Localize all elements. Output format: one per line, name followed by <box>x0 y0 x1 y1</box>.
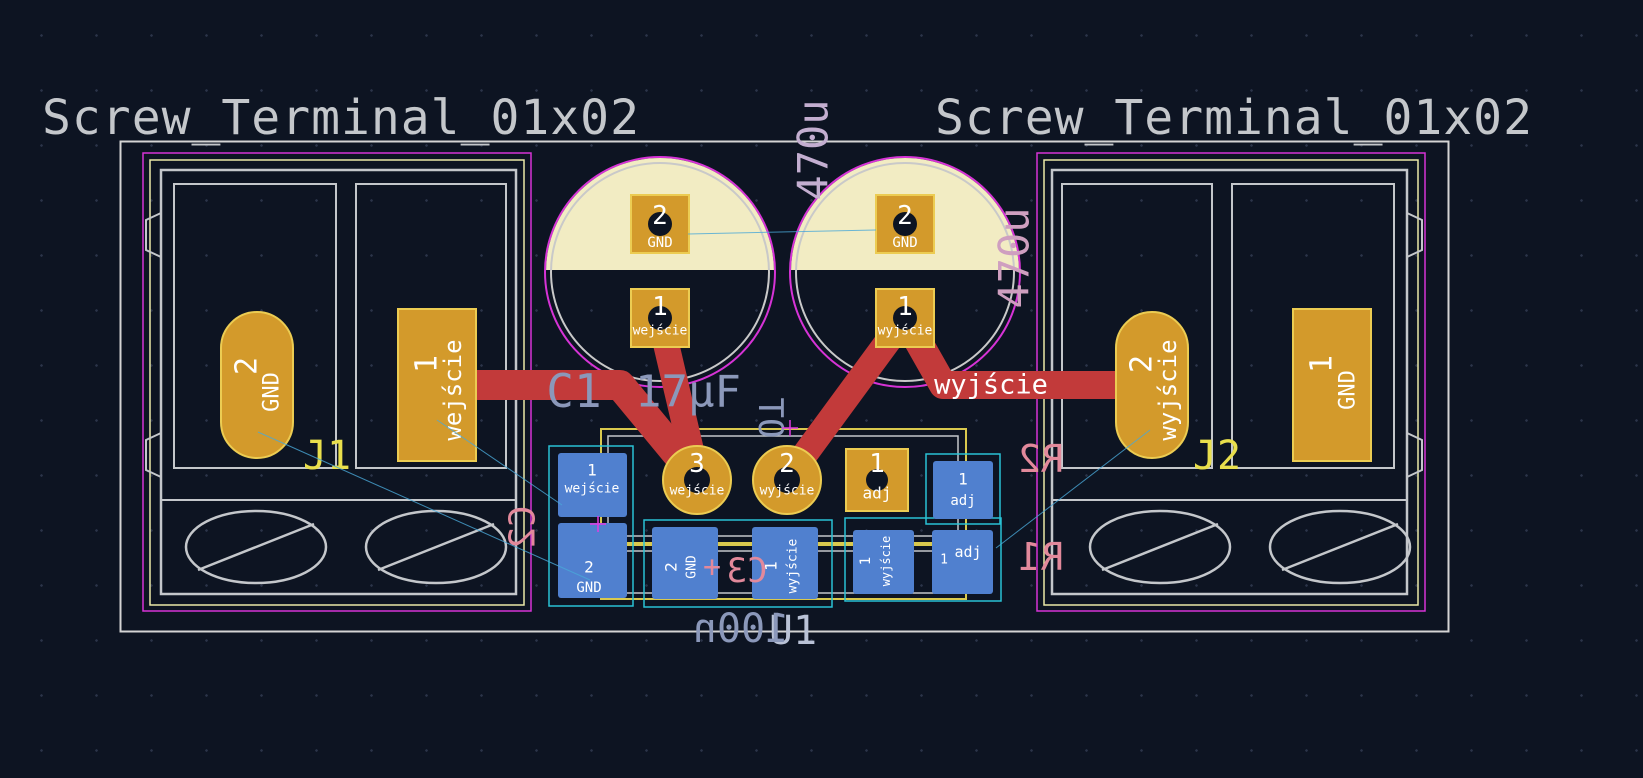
capleft-pad-2-hole <box>648 212 672 236</box>
smd-courtyard-center <box>643 519 833 608</box>
u1-pad-1-number: 1 <box>869 449 885 479</box>
j2-screw-slot-right <box>1281 522 1399 572</box>
capleft-pad-1-number: 1 <box>652 292 668 322</box>
j1-pad-1[interactable] <box>397 308 477 462</box>
smd-pad-a2-netname: GND <box>576 580 602 596</box>
smd-pad-c2-netname: adj <box>954 543 982 561</box>
j1-notch-top <box>145 212 162 258</box>
capacitor-right-silk-circle <box>795 162 1015 382</box>
capleft-pad-1-netname: wejście <box>632 323 688 339</box>
silkscreen-title-right[interactable]: Screw_Terminal_01x02 <box>935 90 1533 146</box>
j2-screw-head-left <box>1088 509 1232 585</box>
j2-pad-1[interactable] <box>1292 308 1372 462</box>
smd-courtyard-upper-right <box>925 453 1001 525</box>
j1-notch-bottom <box>145 432 162 478</box>
u1-pad-3[interactable] <box>662 445 732 515</box>
smd-pad-d-netname: adj <box>950 493 976 509</box>
j2-screw-head-right <box>1268 509 1412 585</box>
smd-pad-c2[interactable] <box>932 530 993 594</box>
capleft-pad-1[interactable] <box>630 288 690 348</box>
smd-pad-a1-netname: wejście <box>564 481 620 497</box>
capright-pad-2-hole <box>893 212 917 236</box>
smd-pad-d-number: 1 <box>958 469 968 489</box>
j2-pad-2[interactable] <box>1115 311 1189 459</box>
capright-pad-1[interactable] <box>875 288 935 348</box>
capright-pad-2-netname: GND <box>892 235 918 251</box>
j1-silk-cell-left <box>173 183 337 469</box>
smd-pad-a1[interactable] <box>558 453 627 517</box>
u1-pad-3-netname: wejście <box>669 483 725 499</box>
j2-silk-cell-left <box>1061 183 1213 469</box>
capleft-pad-2-netname: GND <box>647 235 673 251</box>
j1-screw-slot-left <box>197 522 315 572</box>
j2-screw-slot-left <box>1101 522 1219 572</box>
smd-pad-c2-number: 1 <box>940 552 948 568</box>
j1-silk-cell-right <box>355 183 507 469</box>
j2-notch-bottom <box>1406 432 1423 478</box>
smd-pad-a2[interactable] <box>558 523 627 598</box>
board-edge-outline[interactable] <box>119 140 1450 633</box>
capright-pad-1-hole <box>893 306 917 330</box>
u1-pad-2-hole <box>774 467 800 493</box>
silkscreen-title-left[interactable]: Screw_Terminal_01x02 <box>42 90 640 146</box>
capright-pad-2[interactable] <box>875 194 935 254</box>
airwire-j2-output <box>995 429 1151 549</box>
airwire-j1-input <box>436 419 563 506</box>
u1-pad-2-netname: wyjście <box>759 483 815 499</box>
u1-pad-2[interactable] <box>752 445 822 515</box>
c1-reference-text[interactable]: C1 <box>546 364 602 418</box>
smd-courtyard-right <box>844 517 1002 602</box>
trace-input-j1-to-reg[interactable] <box>422 370 712 493</box>
j2-reference-text[interactable]: J2 <box>1192 433 1242 479</box>
smd-pad-a1-number: 1 <box>587 460 597 480</box>
capright-pad-1-netname: wyjście <box>877 323 933 339</box>
smd-pad-c1[interactable] <box>853 530 914 594</box>
polarity-plus-text: + <box>702 549 722 585</box>
capleft-pad-2-number: 2 <box>652 201 668 231</box>
smd-pad-b2[interactable] <box>752 527 818 599</box>
j2-silk-cell-right <box>1231 183 1395 469</box>
j2-notch-top <box>1406 212 1423 258</box>
airwire-j1-gnd <box>257 431 591 581</box>
trace-net-label-output: wyjście <box>934 369 1048 401</box>
capacitor-left-silk-circle <box>550 162 770 382</box>
j1-screw-slot-right <box>377 522 495 572</box>
u1-pad-2-number: 2 <box>779 449 795 479</box>
smd-courtyard-left <box>548 445 634 607</box>
u1-pad-1-netname: adj <box>862 483 892 503</box>
capleft-pad-1-hole <box>648 306 672 330</box>
capleft-pad-2[interactable] <box>630 194 690 254</box>
u1-pad-3-number: 3 <box>689 449 705 479</box>
u1-reference-text[interactable]: U1 <box>768 608 818 654</box>
smd-pad-b1[interactable] <box>652 527 718 599</box>
u1-pad-3-hole <box>684 467 710 493</box>
capright-pad-1-number: 1 <box>897 292 913 322</box>
smd-pad-a2-number: 2 <box>584 557 594 577</box>
u1-pad-1[interactable] <box>845 448 909 512</box>
j1-pad-2[interactable] <box>220 311 294 459</box>
reg-value-text[interactable]: 17µF <box>635 366 741 418</box>
airwire-gnd-caps <box>687 229 877 235</box>
j1-screw-head-left <box>184 509 328 585</box>
capright-pad-2-number: 2 <box>897 201 913 231</box>
smd-pad-d[interactable] <box>933 461 993 519</box>
u1-pad-1-hole <box>866 469 888 491</box>
